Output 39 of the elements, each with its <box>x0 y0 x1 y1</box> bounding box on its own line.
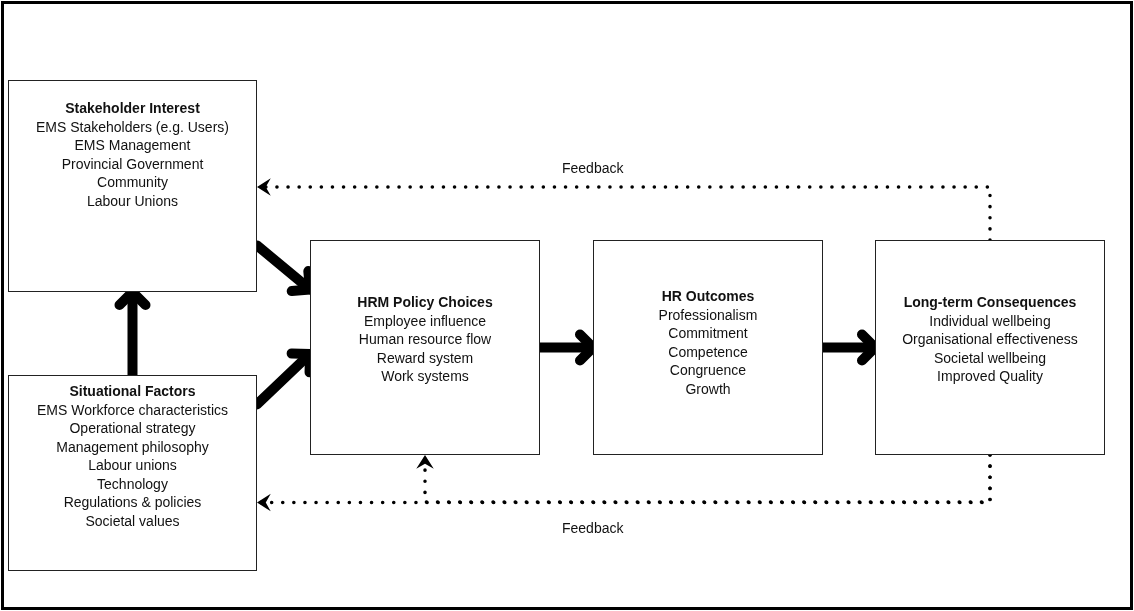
list-item: Congruence <box>669 361 747 380</box>
list-item: Professionalism <box>658 305 758 324</box>
list-item: Competence <box>668 342 748 361</box>
box-heading: Situational Factors <box>69 382 196 401</box>
list-item: Technology <box>97 474 168 493</box>
box-heading: HR Outcomes <box>661 287 755 306</box>
list-item: EMS Workforce characteristics <box>36 400 229 419</box>
list-item: Societal wellbeing <box>933 348 1047 367</box>
process-box <box>875 240 1105 455</box>
list-item: Provincial Government <box>61 154 204 173</box>
list-item: Operational strategy <box>69 419 196 438</box>
list-item: EMS Management <box>74 136 191 155</box>
list-item: Labour unions <box>88 456 177 475</box>
list-item: Community <box>97 173 168 192</box>
list-item: Growth <box>685 379 731 398</box>
list-item: Organisational effectiveness <box>902 330 1078 349</box>
list-item: Labour Unions <box>86 191 179 210</box>
list-item: Societal values <box>85 511 180 530</box>
list-item: Individual wellbeing <box>929 311 1051 330</box>
edge-label: Feedback <box>560 160 626 176</box>
process-box <box>8 80 257 292</box>
edge-label: Feedback <box>560 520 626 536</box>
list-item: Improved Quality <box>937 367 1043 386</box>
list-item: Work systems <box>381 367 469 386</box>
list-item: Employee influence <box>363 311 487 330</box>
box-heading: Long-term Consequences <box>903 293 1077 312</box>
box-heading: Stakeholder Interest <box>65 99 200 118</box>
list-item: EMS Stakeholders (e.g. Users) <box>36 117 229 136</box>
list-item: Regulations & policies <box>63 493 202 512</box>
list-item: Commitment <box>668 324 748 343</box>
list-item: Reward system <box>376 348 474 367</box>
list-item: Management philosophy <box>56 437 209 456</box>
dotted-arrow <box>416 453 992 504</box>
list-item: Human resource flow <box>358 330 492 349</box>
dotted-arrow <box>255 178 992 242</box>
process-box <box>593 240 823 455</box>
process-box <box>310 240 540 455</box>
process-box <box>8 375 257 571</box>
box-heading: HRM Policy Choices <box>357 293 493 312</box>
